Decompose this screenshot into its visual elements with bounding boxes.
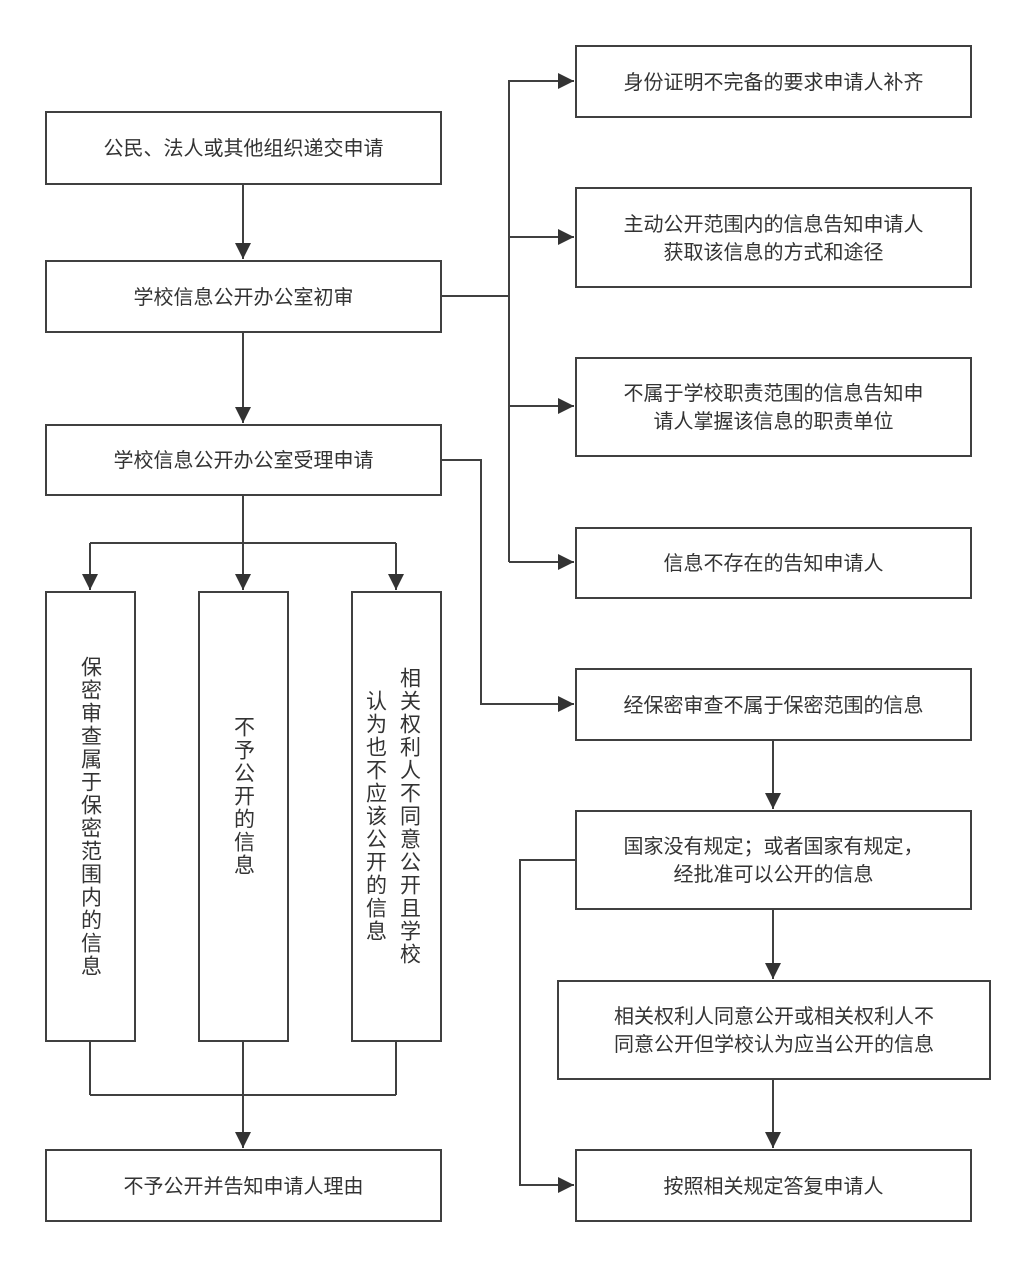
- r7-text-line2: 同意公开但学校认为应当公开的信息: [614, 1032, 934, 1056]
- r6-box: 国家没有规定；或者国家有规定， 经批准可以公开的信息: [575, 810, 972, 910]
- r3-text-line2: 请人掌握该信息的职责单位: [653, 409, 894, 433]
- r6-text-line1: 国家没有规定；或者国家有规定，: [623, 834, 924, 858]
- refuse-text: 不予公开并告知申请人理由: [123, 1173, 364, 1198]
- r8-text: 按照相关规定答复申请人: [663, 1173, 884, 1198]
- accept-application-box: 学校信息公开办公室受理申请: [45, 424, 442, 496]
- arrow-r6-to-r8: [519, 859, 575, 1193]
- secret-info-box: 保密审查属于保密范围内的信息: [45, 591, 136, 1042]
- r5-text: 经保密审查不属于保密范围的信息: [623, 692, 924, 717]
- submit-application-text: 公民、法人或其他组织递交申请: [103, 136, 384, 160]
- not-public-info-text: 不予公开的信息: [231, 716, 256, 877]
- r4-text: 信息不存在的告知申请人: [663, 551, 884, 575]
- r2-box: 主动公开范围内的信息告知申请人 获取该信息的方式和途径: [575, 187, 972, 288]
- rights-holder-box: 相关权利人不同意公开且学校认为也不应该公开的信息: [351, 591, 442, 1042]
- r3-text-line1: 不属于学校职责范围的信息告知申: [623, 381, 924, 405]
- refuse-box: 不予公开并告知申请人理由: [45, 1149, 442, 1222]
- not-public-info-box: 不予公开的信息: [198, 591, 289, 1042]
- accept-application-text: 学校信息公开办公室受理申请: [113, 448, 374, 472]
- r1-box: 身份证明不完备的要求申请人补齐: [575, 45, 972, 118]
- r5-box: 经保密审查不属于保密范围的信息: [575, 668, 972, 741]
- r7-box: 相关权利人同意公开或相关权利人不 同意公开但学校认为应当公开的信息: [557, 980, 991, 1080]
- r8-box: 按照相关规定答复申请人: [575, 1149, 972, 1222]
- r4-box: 信息不存在的告知申请人: [575, 527, 972, 599]
- secret-info-text: 保密审查属于保密范围内的信息: [78, 655, 103, 978]
- arrow-accept-to-r5: [441, 459, 574, 712]
- r7-text-line1: 相关权利人同意公开或相关权利人不: [614, 1004, 934, 1028]
- r6-text-line2: 经批准可以公开的信息: [673, 862, 874, 886]
- r2-text-line2: 获取该信息的方式和途径: [663, 239, 884, 264]
- rights-holder-text: 相关权利人不同意公开且学校认为也不应该公开的信息: [363, 667, 422, 966]
- r1-text: 身份证明不完备的要求申请人补齐: [623, 69, 924, 94]
- submit-application-box: 公民、法人或其他组织递交申请: [45, 111, 442, 185]
- r3-box: 不属于学校职责范围的信息告知申 请人掌握该信息的职责单位: [575, 357, 972, 457]
- r2-text-line1: 主动公开范围内的信息告知申请人: [623, 211, 924, 236]
- initial-review-text: 学校信息公开办公室初审: [133, 284, 354, 309]
- initial-review-box: 学校信息公开办公室初审: [45, 260, 442, 333]
